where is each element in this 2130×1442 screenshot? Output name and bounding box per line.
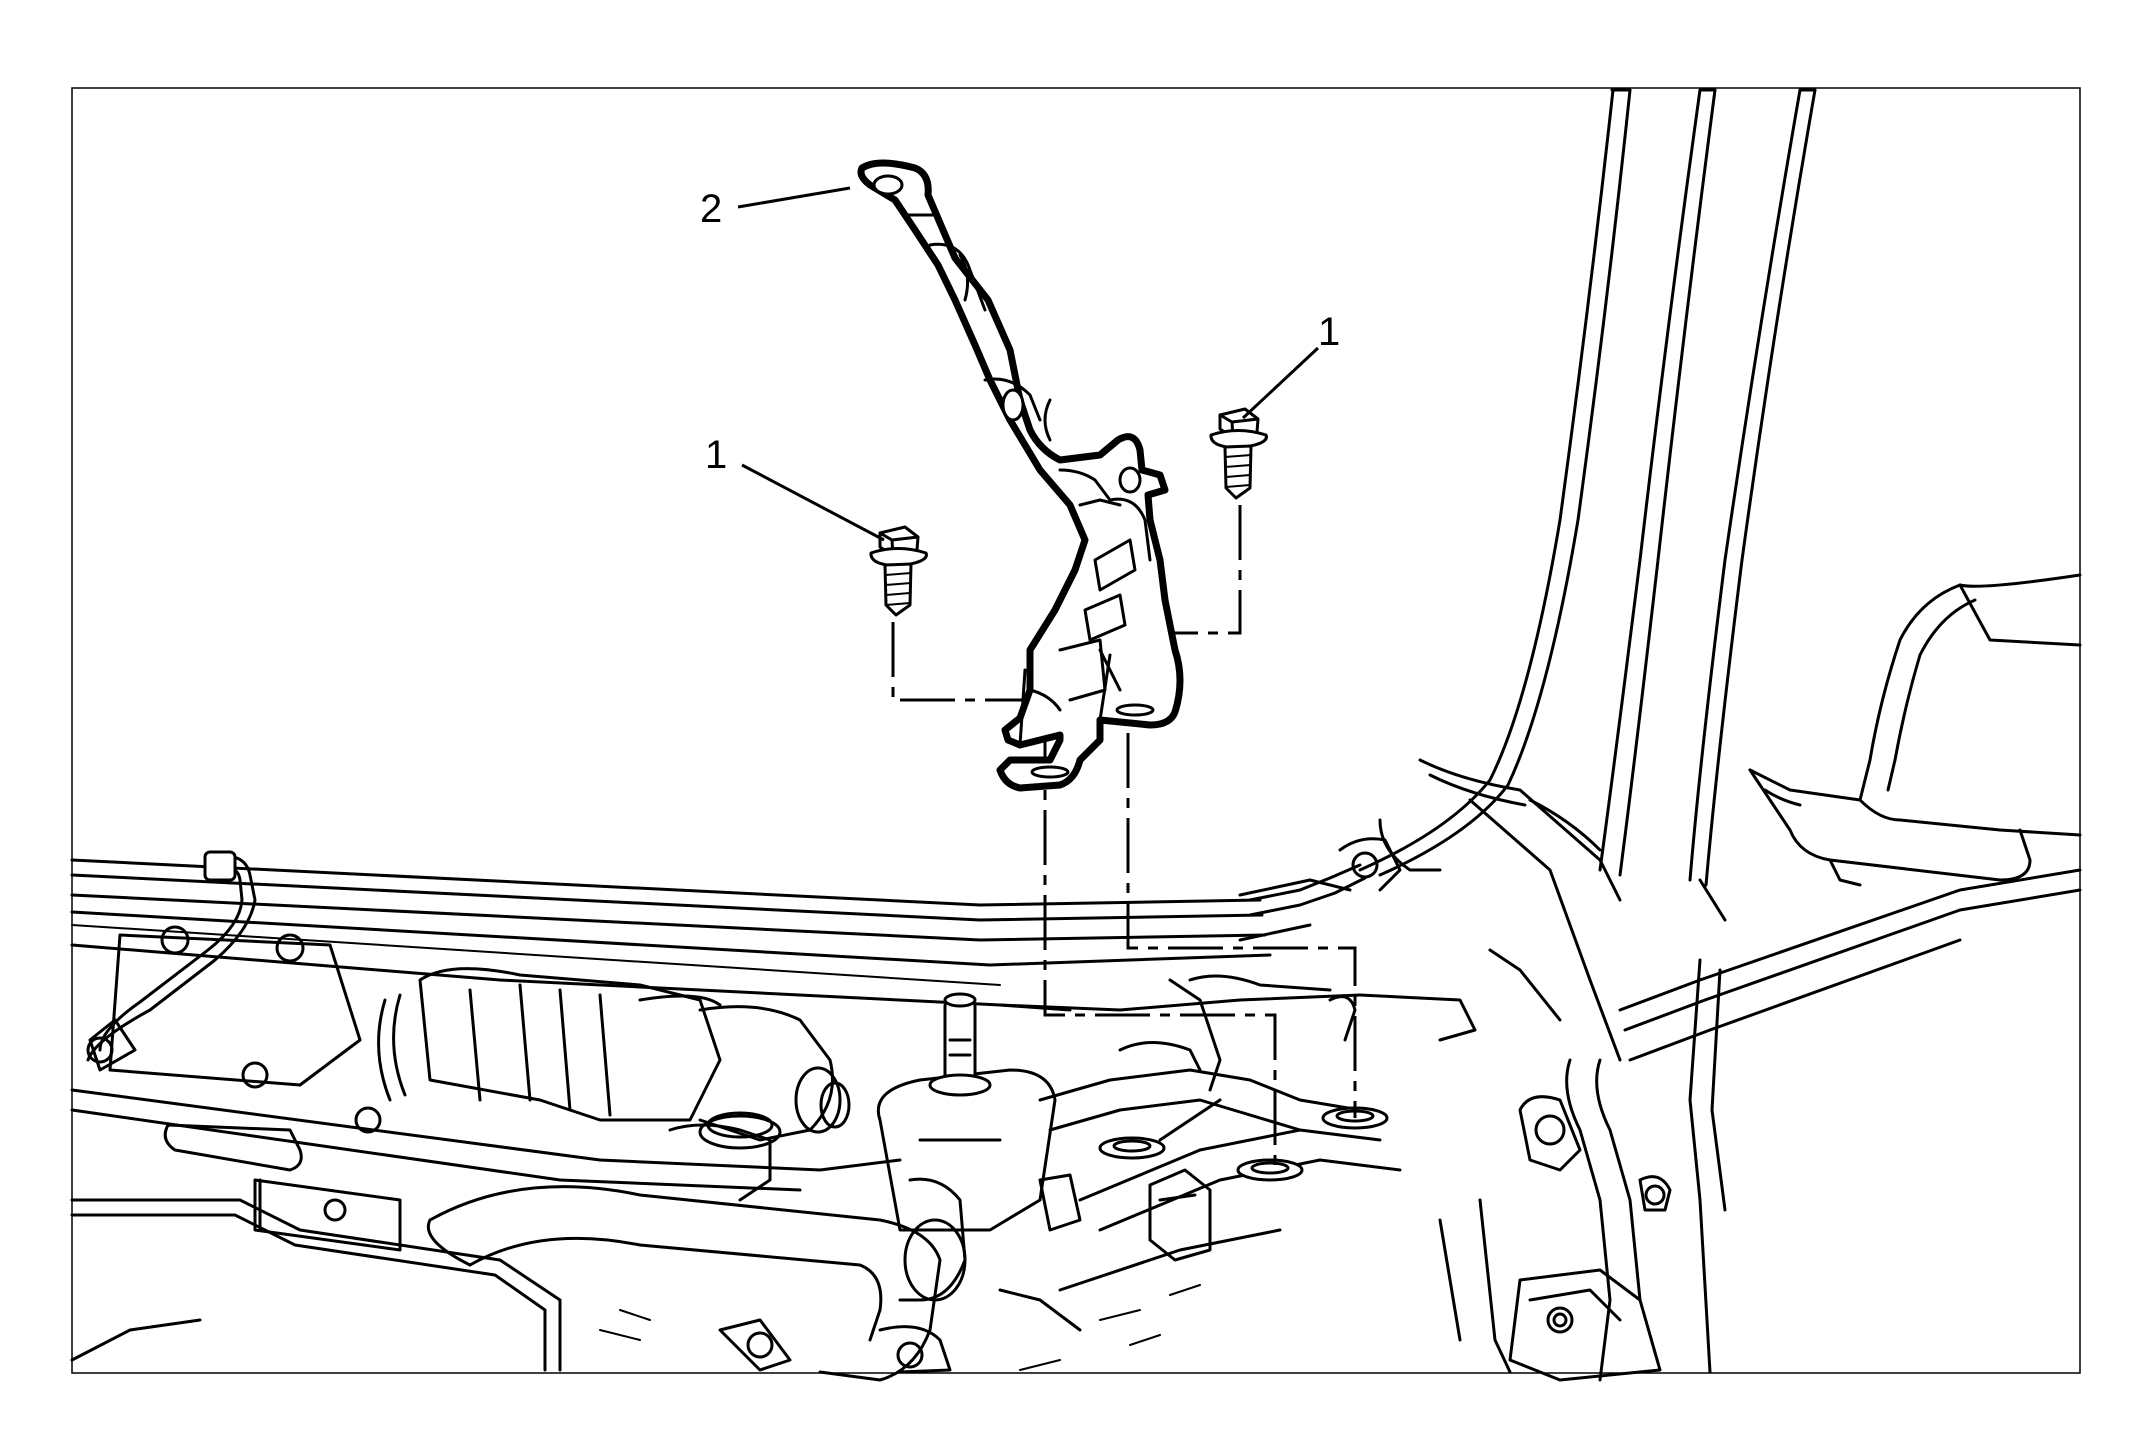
callout-label-bolt-left: 1 xyxy=(705,433,727,477)
callout-label-hinge: 2 xyxy=(700,187,722,231)
alignment-dashed-lines xyxy=(891,505,1357,1170)
hinge-bolt-left xyxy=(869,525,928,617)
callout-2: 2 xyxy=(700,186,851,231)
side-mirror xyxy=(1748,573,2082,887)
engine-compartment xyxy=(70,850,1477,1382)
hood-hinge xyxy=(857,159,1184,792)
a-pillar-and-door xyxy=(1338,88,2082,1382)
callout-1-left: 1 xyxy=(705,433,885,542)
hinge-bolt-right xyxy=(1209,407,1268,500)
illustration-frame xyxy=(71,87,2081,1374)
callout-1-right: 1 xyxy=(1241,310,1340,420)
callout-label-bolt-right: 1 xyxy=(1318,310,1340,354)
